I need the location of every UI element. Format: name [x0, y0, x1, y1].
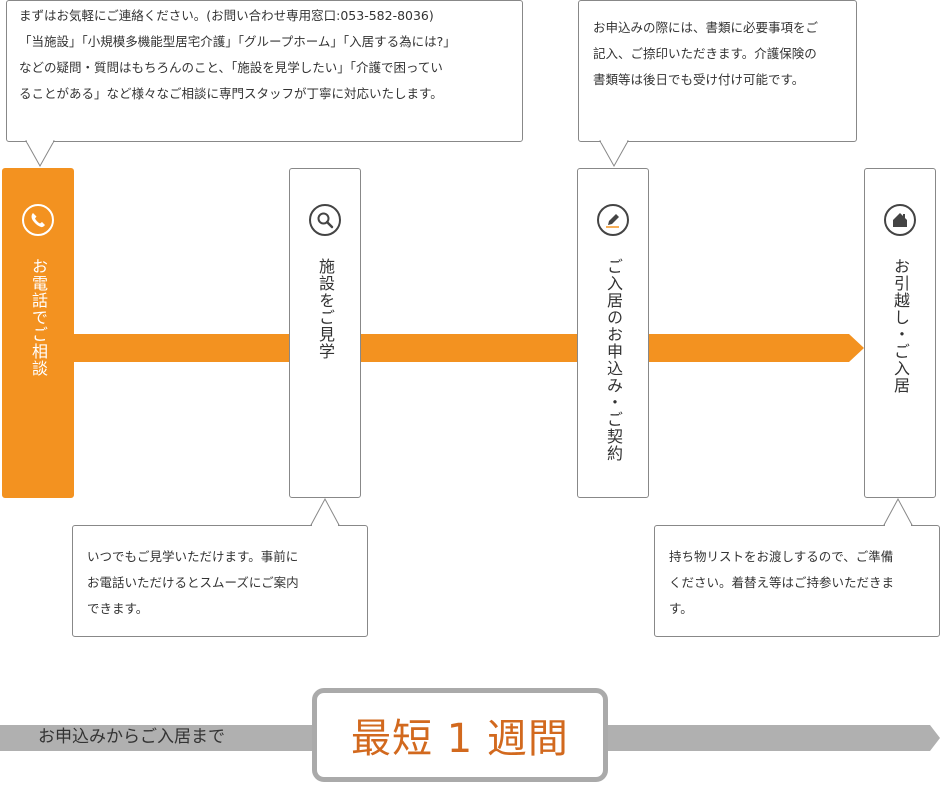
- bubble-line: 書類等は後日でも受け付け可能です。: [593, 72, 805, 87]
- shortest-period-box: 最短 1 週間: [312, 688, 608, 782]
- visit-info-bubble: いつでもご見学いただけます。事前に お電話いただけるとスムーズにご案内 できます…: [72, 525, 368, 637]
- bubble-line: 「当施設」「小規模多機能型居宅介護」「グループホーム」「入居する為には?」: [19, 34, 456, 49]
- step-phone-consultation[interactable]: お電話でご相談: [2, 168, 74, 498]
- bubble-line: 持ち物リストをお渡しするので、ご準備: [669, 549, 894, 564]
- bubble-line: などの疑問・質問はもちろんのこと、「施設を見学したい」「介護で困ってい: [19, 60, 443, 75]
- bubble-tail-cover: [885, 524, 911, 527]
- bubble-tail: [25, 140, 55, 168]
- application-info-bubble: お申込みの際には、書類に必要事項をご 記入、ご捺印いただきます。介護保険の 書類…: [578, 0, 857, 142]
- timeline-label: お申込みからご入居まで: [38, 727, 225, 747]
- move-in-info-bubble: 持ち物リストをお渡しするので、ご準備 ください。着替え等はご持参いただきま す。: [654, 525, 940, 637]
- bubble-line: まずはお気軽にご連絡ください。(お問い合わせ専用窓口:053-582-8036): [19, 8, 434, 23]
- flow-arrow: [74, 334, 864, 362]
- bubble-tail-cover: [312, 524, 338, 527]
- bubble-line: できます。: [87, 601, 149, 616]
- bubble-line: いつでもご見学いただけます。事前に: [87, 549, 299, 564]
- contact-info-bubble: まずはお気軽にご連絡ください。(お問い合わせ専用窓口:053-582-8036)…: [6, 0, 523, 142]
- step-move-in[interactable]: お引越し・ご入居: [864, 168, 936, 498]
- bubble-line: お申込みの際には、書類に必要事項をご: [593, 20, 819, 35]
- bubble-line: す。: [669, 601, 693, 616]
- bubble-line: ください。着替え等はご持参いただきま: [669, 575, 895, 590]
- search-icon: [309, 204, 341, 236]
- house-icon: [884, 204, 916, 236]
- bubble-tail: [883, 497, 913, 526]
- bubble-line: お電話いただけるとスムーズにご案内: [87, 575, 299, 590]
- step-label: 施設をご見学: [316, 258, 335, 360]
- step-facility-visit[interactable]: 施設をご見学: [289, 168, 361, 498]
- step-label: お引越し・ご入居: [891, 258, 910, 394]
- pen-icon: [597, 204, 629, 236]
- step-label: ご入居のお申込み・ご契約: [604, 258, 623, 462]
- bubble-line: 記入、ご捺印いただきます。介護保険の: [593, 46, 817, 61]
- phone-icon: [22, 204, 54, 236]
- bubble-line: ることがある」など様々なご相談に専門スタッフが丁寧に対応いたします。: [19, 86, 443, 101]
- step-label: お電話でご相談: [29, 258, 48, 377]
- bubble-tail: [599, 140, 629, 168]
- bubble-tail: [310, 497, 340, 526]
- step-application-contract[interactable]: ご入居のお申込み・ご契約: [577, 168, 649, 498]
- shortest-period-text: 最短 1 週間: [351, 716, 569, 762]
